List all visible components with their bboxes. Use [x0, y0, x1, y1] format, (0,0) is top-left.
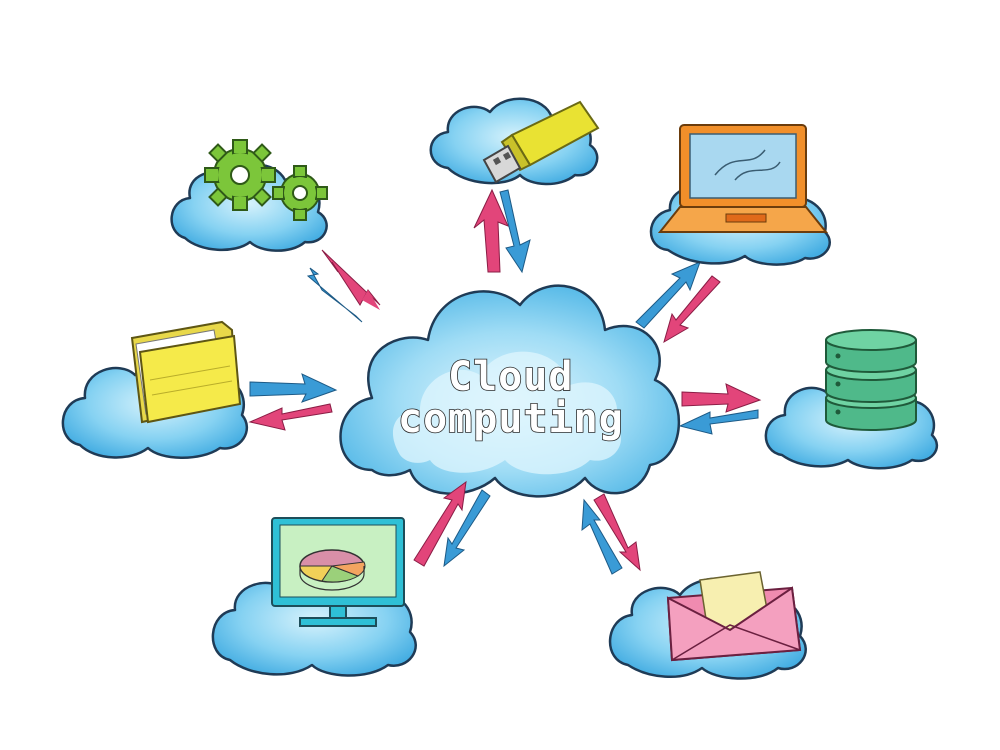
- arrow-laptop-to-center: [663, 275, 721, 344]
- usb-drive-node: [429, 97, 600, 186]
- database-icon: [825, 329, 917, 431]
- arrow-center-to-monitor: [443, 489, 491, 568]
- laptop-node: [649, 124, 831, 266]
- arrow-usb-to-center: [499, 189, 531, 274]
- arrow-center-to-gears: [306, 267, 363, 323]
- pie-chart-monitor-icon: [271, 517, 405, 627]
- arrow-database-to-center: [678, 409, 759, 435]
- envelope-icon: [666, 571, 802, 662]
- arrow-envelope-to-center: [581, 498, 623, 575]
- arrow-center-to-database: [681, 383, 762, 413]
- folder-icon: [130, 320, 242, 424]
- arrow-gears-to-center: [321, 249, 381, 310]
- arrow-center-to-envelope: [593, 493, 641, 572]
- center-title-line1: Cloud: [448, 354, 573, 400]
- database-node: [764, 329, 939, 470]
- arrows: [248, 188, 762, 575]
- arrow-center-to-laptop: [635, 261, 701, 329]
- arrow-center-to-usb: [473, 188, 509, 273]
- center-title-line2: computing: [398, 396, 624, 442]
- laptop-icon: [657, 124, 829, 233]
- gears-icon: [204, 139, 328, 221]
- usb-drive-icon: [482, 100, 600, 184]
- gears-node: [170, 139, 328, 252]
- monitor-chart-node: [211, 517, 417, 677]
- envelope-node: [608, 571, 807, 680]
- arrow-monitor-to-center: [413, 480, 467, 567]
- arrow-folder-to-center: [249, 373, 338, 403]
- folder-node: [61, 320, 249, 459]
- central-cloud: Cloud computing: [339, 284, 680, 498]
- arrow-center-to-folder: [248, 403, 333, 431]
